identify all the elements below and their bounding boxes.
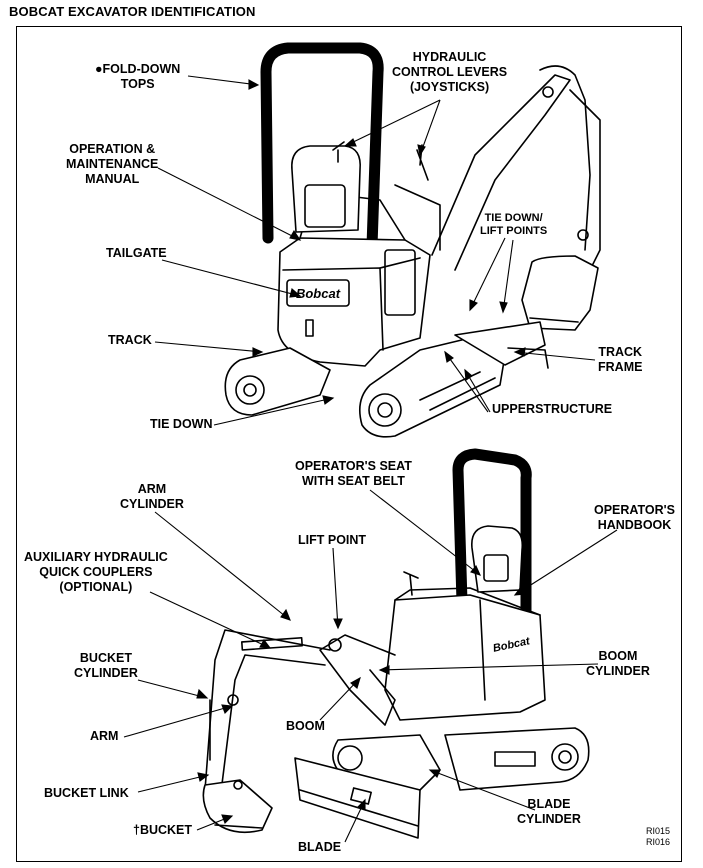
label-bucket: †BUCKET xyxy=(133,823,193,837)
label-arm-cylinder: ARM CYLINDER xyxy=(120,482,184,511)
page-title: BOBCAT EXCAVATOR IDENTIFICATION xyxy=(9,4,256,19)
label-bucket-cylinder: BUCKET CYLINDER xyxy=(74,651,138,680)
label-track-frame: TRACK FRAME xyxy=(598,345,643,374)
label-upperstructure: UPPERSTRUCTURE xyxy=(492,402,613,416)
label-operators-seat: OPERATOR'S SEAT WITH SEAT BELT xyxy=(295,459,412,488)
label-operators-handbook: OPERATOR'S HANDBOOK xyxy=(594,503,675,532)
label-hydraulic-control-levers: HYDRAULIC CONTROL LEVERS (JOYSTICKS) xyxy=(392,50,508,94)
bottom-upperstructure xyxy=(384,594,546,721)
label-boom-cylinder: BOOM CYLINDER xyxy=(586,649,650,678)
label-auxiliary-hydraulic-couplers: AUXILIARY HYDRAULIC QUICK COUPLERS (OPTI… xyxy=(24,550,168,594)
bottom-joystick xyxy=(403,571,419,596)
label-arm: ARM xyxy=(90,729,119,743)
bottom-seat xyxy=(471,525,524,593)
bottom-blade xyxy=(294,757,421,839)
label-track: TRACK xyxy=(108,333,152,347)
label-tie-down: TIE DOWN xyxy=(150,417,213,431)
top-seat xyxy=(291,145,362,233)
figure-reference-codes: RI015 RI016 xyxy=(646,826,671,847)
top-tailgate-decal: Bobcat xyxy=(296,286,341,301)
top-rops-bar xyxy=(260,42,384,252)
label-blade: BLADE xyxy=(298,840,342,854)
top-boom xyxy=(431,74,571,271)
label-fold-down-tops: ●FOLD-DOWN TOPS xyxy=(95,62,181,91)
label-lift-point: LIFT POINT xyxy=(298,533,367,547)
bottom-excavator: Bobcat xyxy=(202,448,590,839)
label-boom: BOOM xyxy=(286,719,325,733)
bottom-rops-bar xyxy=(452,448,532,618)
top-joystick-left xyxy=(332,141,345,163)
label-operation-maintenance-manual: OPERATION & MAINTENANCE MANUAL xyxy=(66,142,159,186)
leader-lines xyxy=(123,75,618,843)
label-tie-down-lift-points: TIE DOWN/ LIFT POINTS xyxy=(480,212,548,237)
top-track-left xyxy=(224,347,331,416)
label-bucket-link: BUCKET LINK xyxy=(44,786,129,800)
bottom-bucket xyxy=(202,779,273,834)
top-bucket xyxy=(521,255,599,331)
top-excavator: Bobcat xyxy=(224,42,601,438)
top-track-right xyxy=(359,337,506,438)
bottom-track-right xyxy=(444,727,590,791)
bottom-boom xyxy=(319,634,396,726)
label-tailgate: TAILGATE xyxy=(106,246,167,260)
figure-frame xyxy=(16,26,682,862)
label-blade-cylinder: BLADE CYLINDER xyxy=(517,797,581,826)
